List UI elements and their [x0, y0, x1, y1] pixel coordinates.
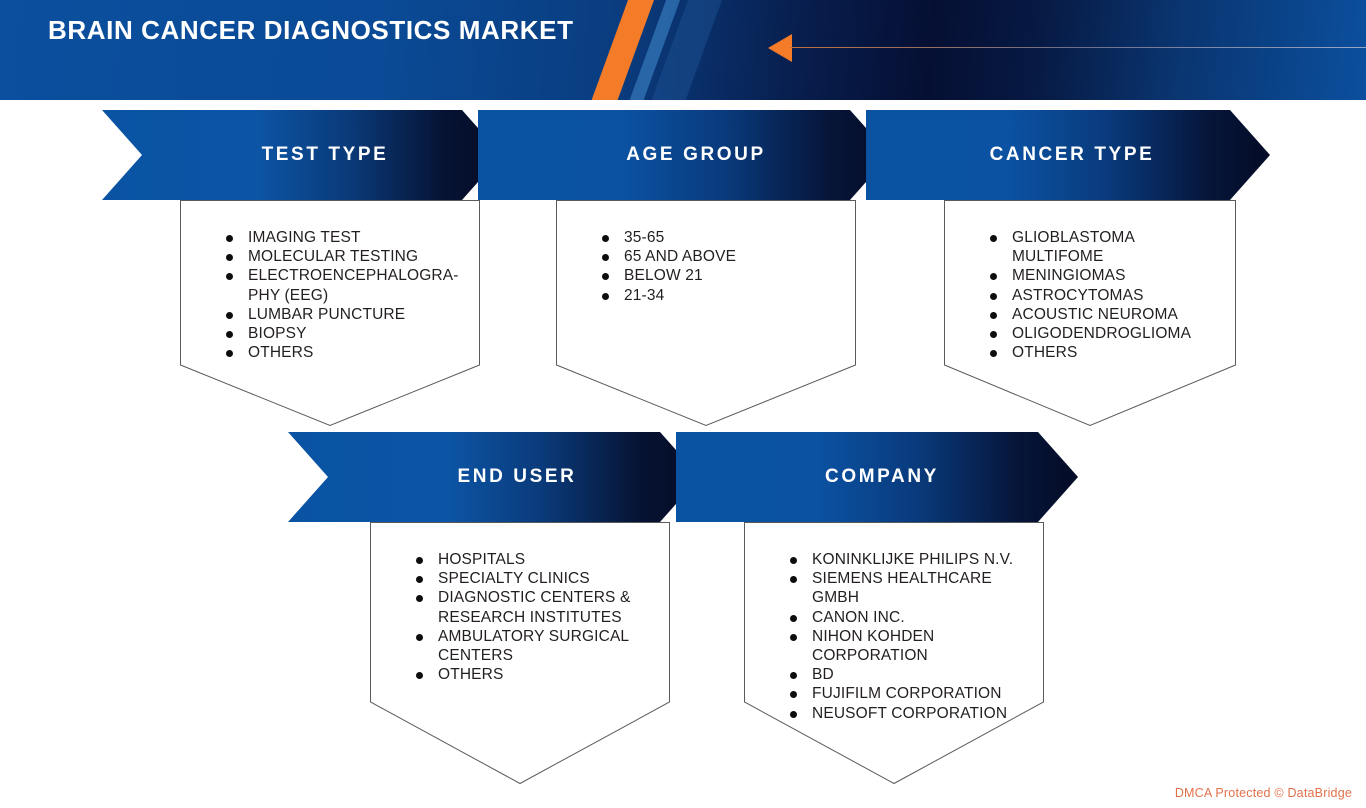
list-item: MOLECULAR TESTING [226, 247, 454, 266]
page-title: BRAIN CANCER DIAGNOSTICS MARKET [48, 15, 574, 45]
section-banner-label: AGE GROUP [626, 144, 766, 165]
bullet-list: KONINKLIJKE PHILIPS N.V.SIEMENS HEALTHCA… [790, 550, 1018, 723]
section-card-company: KONINKLIJKE PHILIPS N.V.SIEMENS HEALTHCA… [744, 522, 1044, 785]
list-item: BELOW 21 [602, 266, 830, 285]
section-banner-label: END USER [457, 466, 577, 487]
list-item: MENINGIOMAS [990, 266, 1210, 285]
list-item: BIOPSY [226, 324, 454, 343]
left-arrow-icon [768, 34, 792, 62]
section-banner-label: CANCER TYPE [989, 144, 1155, 165]
list-item: OLIGODENDROGLIOMA [990, 324, 1210, 343]
section-banner-cancer-type[interactable]: CANCER TYPE [866, 110, 1270, 200]
list-item: AMBULATORY SURGICAL CENTERS [416, 627, 644, 665]
pentagon-outline-icon [744, 522, 1044, 785]
list-item: DIAGNOSTIC CENTERS & RESEARCH INSTITUTES [416, 588, 644, 626]
list-item: OTHERS [416, 665, 644, 684]
list-item: CANON INC. [790, 608, 1018, 627]
section-banner-end-user[interactable]: END USER [288, 432, 700, 522]
pentagon-outline-icon [180, 200, 480, 427]
list-item: NIHON KOHDEN CORPORATION [790, 627, 1018, 665]
header-banner: BRAIN CANCER DIAGNOSTICS MARKET [0, 0, 1366, 100]
pentagon-outline-icon [556, 200, 856, 427]
list-item: SPECIALTY CLINICS [416, 569, 644, 588]
list-item: HOSPITALS [416, 550, 644, 569]
list-item: KONINKLIJKE PHILIPS N.V. [790, 550, 1018, 569]
list-item: GLIOBLASTOMA MULTIFOME [990, 228, 1210, 266]
list-item: 35-65 [602, 228, 830, 247]
section-banner-age-group[interactable]: AGE GROUP [478, 110, 890, 200]
arrow-rule-line [790, 47, 1366, 48]
list-item: LUMBAR PUNCTURE [226, 305, 454, 324]
section-banner-label: COMPANY [825, 466, 939, 487]
list-item: BD [790, 665, 1018, 684]
list-item: OTHERS [990, 343, 1210, 362]
list-item: ELECTROENCEPHALOGRA-PHY (EEG) [226, 266, 458, 304]
list-item: ACOUSTIC NEUROMA [990, 305, 1210, 324]
card-body: KONINKLIJKE PHILIPS N.V.SIEMENS HEALTHCA… [744, 522, 1044, 723]
list-item: 21-34 [602, 286, 830, 305]
list-item: IMAGING TEST [226, 228, 454, 247]
list-item: NEUSOFT CORPORATION [790, 704, 1018, 723]
list-item: 65 AND ABOVE [602, 247, 830, 266]
copyright-notice: DMCA Protected © DataBridge [1174, 786, 1352, 800]
section-banner-test-type[interactable]: TEST TYPE [102, 110, 502, 200]
pentagon-outline-icon [370, 522, 670, 785]
list-item: SIEMENS HEALTHCARE GMBH [790, 569, 1018, 607]
pentagon-outline-icon [944, 200, 1236, 427]
list-item: OTHERS [226, 343, 454, 362]
list-item: FUJIFILM CORPORATION [790, 684, 1018, 703]
list-item: ASTROCYTOMAS [990, 286, 1210, 305]
section-banner-company[interactable]: COMPANY [676, 432, 1078, 522]
section-banner-label: TEST TYPE [261, 144, 389, 165]
